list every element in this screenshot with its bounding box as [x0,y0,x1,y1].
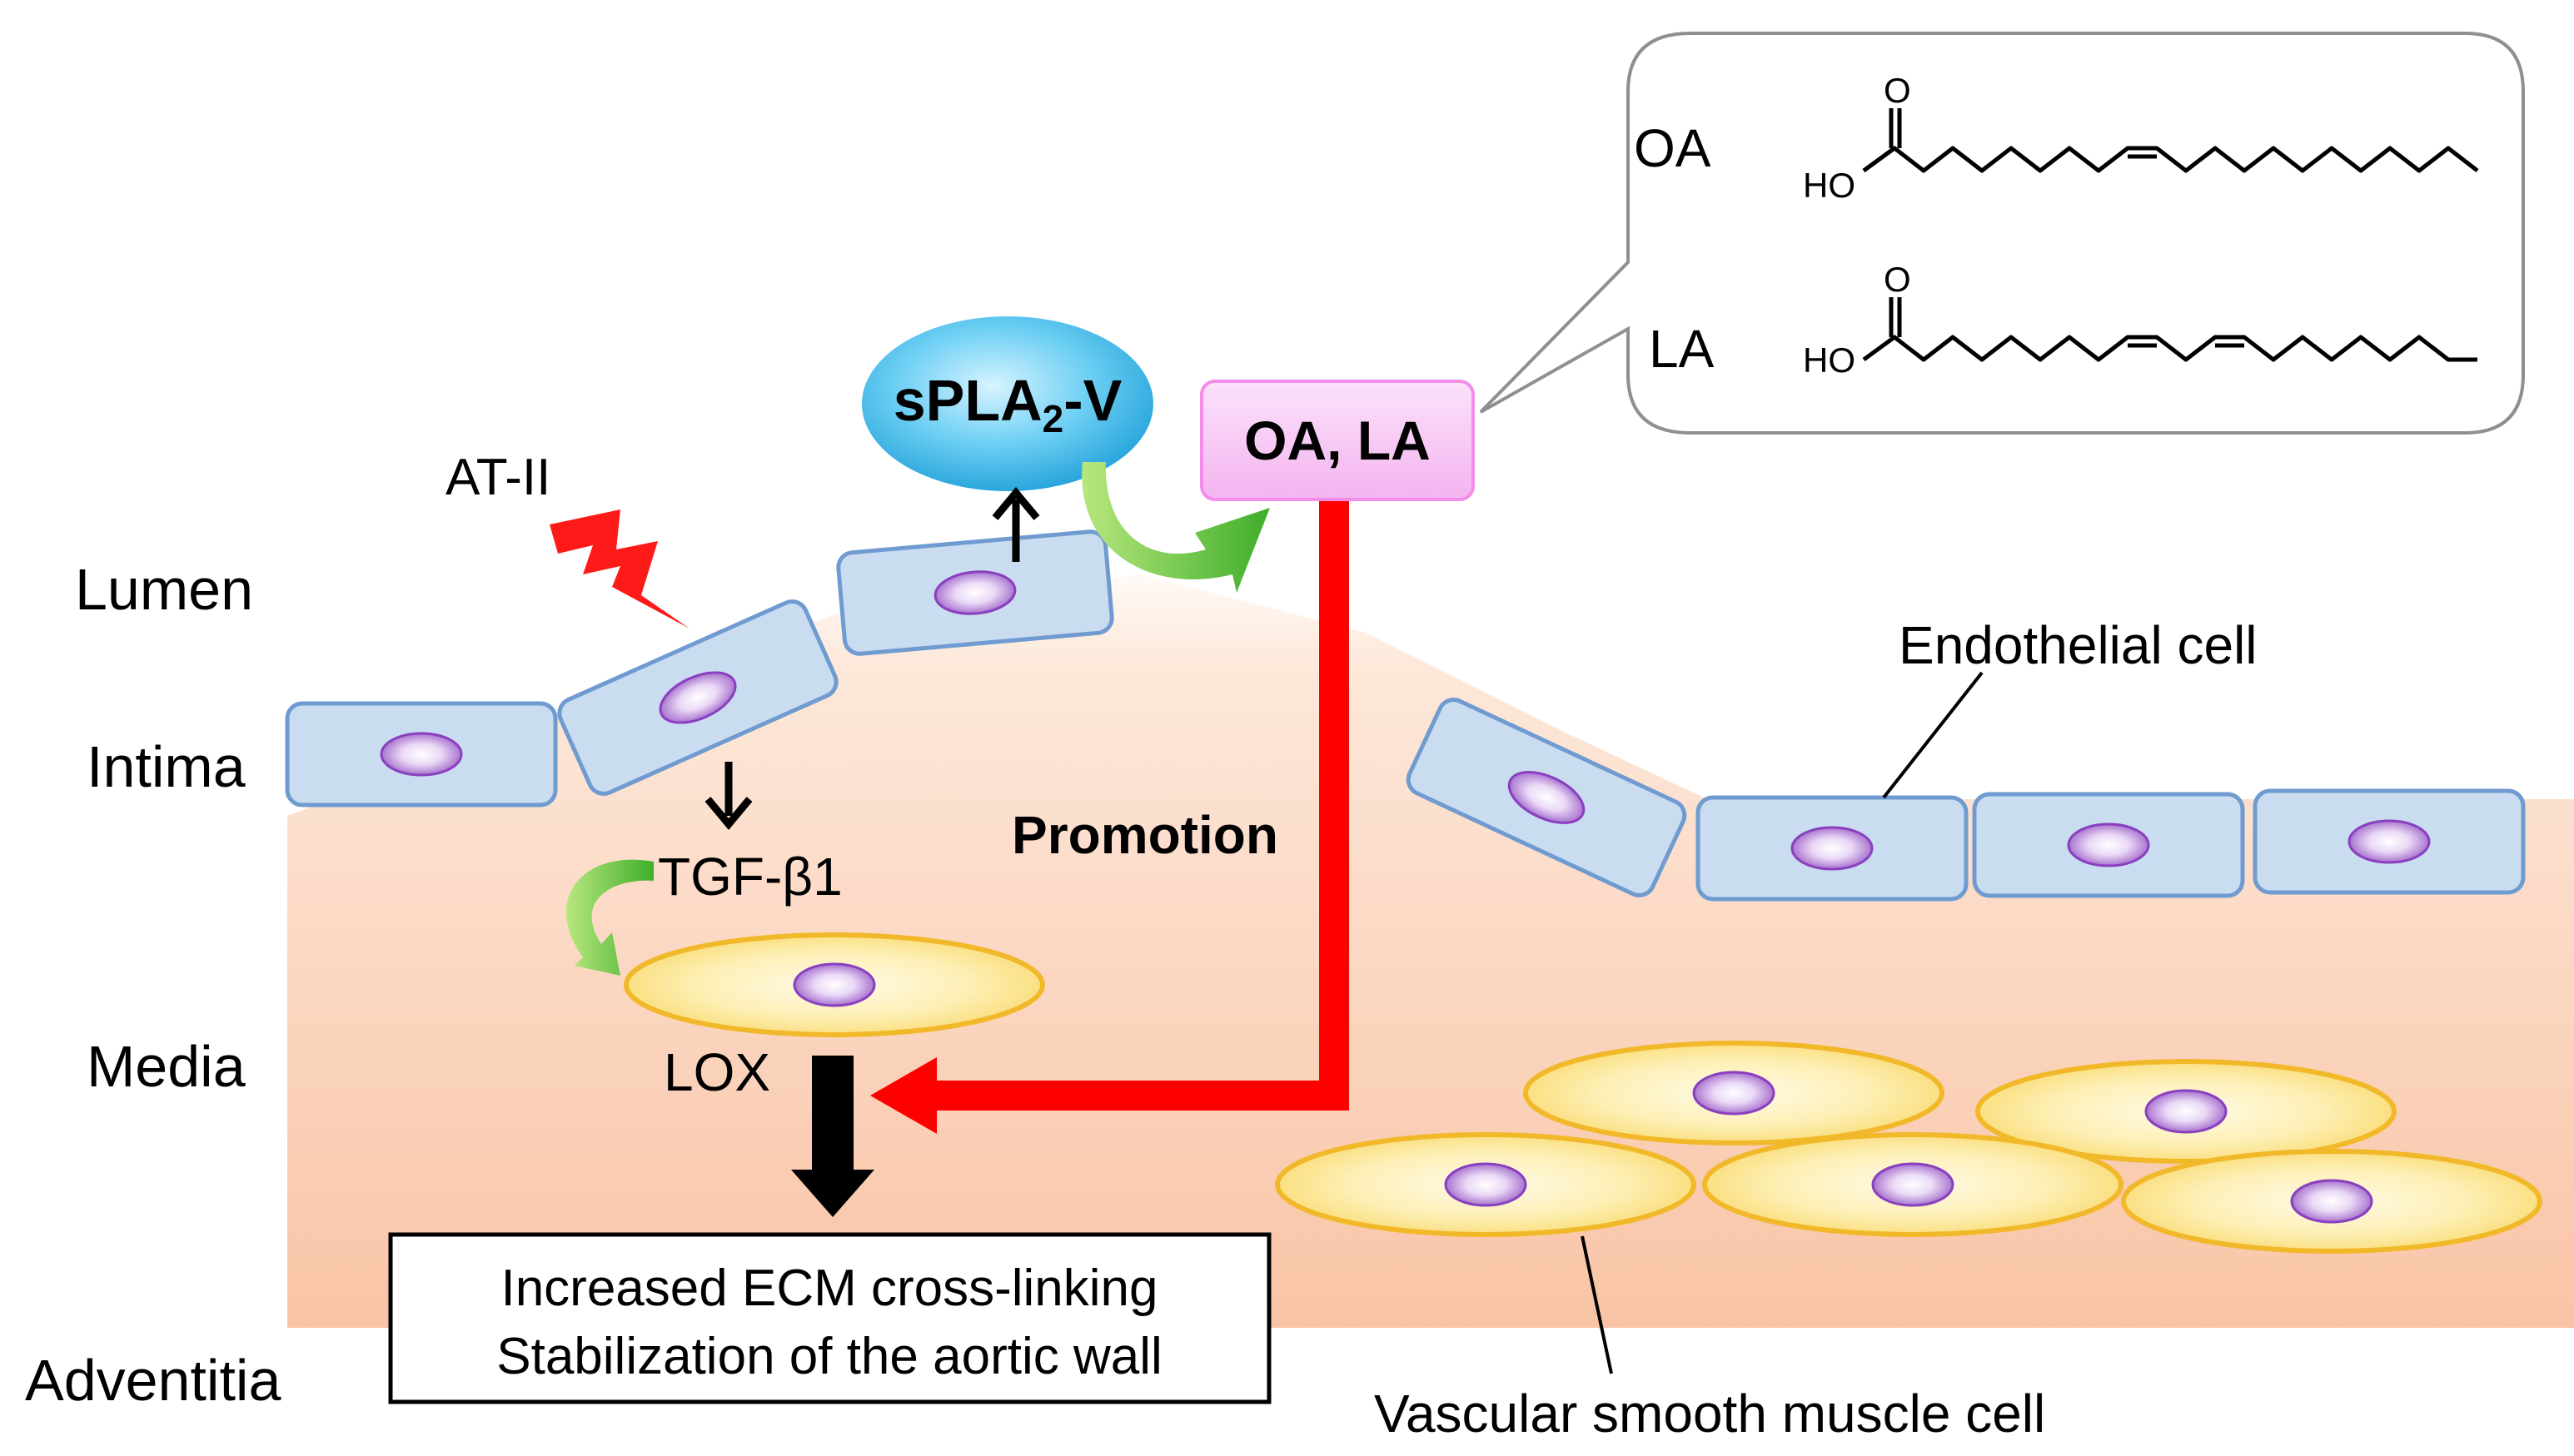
smooth-muscle-cell [624,932,1045,1037]
smooth-muscle-cell [1275,1132,1696,1237]
endothelial-cell [1972,792,2245,898]
outcome-line-1: Increased ECM cross-linking [500,1260,1158,1317]
endothelial-cell [2253,788,2526,895]
endothelial-cell [1406,698,1687,897]
spla2-v-enzyme: sPLA2-V [862,316,1153,491]
oa-oxygen: O [1884,71,1911,110]
la-oxygen: O [1884,260,1911,299]
tgf-down-arrow [704,762,753,831]
smooth-muscle-cell [1702,1132,2123,1237]
smooth-muscle-cell [1975,1059,2397,1164]
adventitia-label: Adventitia [25,1348,281,1413]
vsmc-label: Vascular smooth muscle cell [1374,1384,2045,1444]
lox-label: LOX [664,1042,770,1102]
endothelial-cell [836,529,1114,656]
spla2-label-suffix: -V [1063,368,1122,433]
tgf-label: TGF-β1 [658,847,843,907]
intima-label: Intima [87,734,246,799]
outcome-line-2: Stabilization of the aortic wall [496,1328,1163,1385]
endothelial-cell [285,701,558,808]
la-structure [1862,297,2477,362]
structure-callout [1479,32,2525,435]
lumen-label: Lumen [75,557,253,622]
oa-structure [1862,108,2479,173]
oa-la-box: OA, LA [1200,380,1475,501]
oa-la-label: OA, LA [1244,410,1431,471]
endothelial-cell [557,599,839,796]
promotion-label: Promotion [1012,805,1278,865]
at2-label: AT-II [446,449,550,506]
spla2-label-sub: 2 [1043,397,1064,440]
smooth-muscle-cell [2121,1149,2542,1254]
spla2-to-oa-la-green-arrow [1082,462,1270,593]
oa-hydroxyl: HO [1803,166,1855,205]
outcome-box: Increased ECM cross-linking Stabilizatio… [388,1232,1272,1404]
oa-structure-label: OA [1634,118,1711,178]
spla2-up-arrow [992,486,1040,562]
lox-down-arrow [791,1056,874,1217]
spla2-label-main: sPLA [894,368,1043,433]
vsmc-pointer-line [1581,1235,1613,1374]
media-label: Media [87,1034,246,1099]
la-hydroxyl: HO [1803,340,1855,380]
tgf-to-lox-green-arrow [566,859,654,976]
svg-text:sPLA2-V: sPLA2-V [894,368,1123,440]
la-structure-label: LA [1649,319,1715,379]
lightning-icon [550,509,690,629]
endothelial-cell-label: Endothelial cell [1899,615,2258,675]
endothelial-pointer-line [1882,671,1984,799]
promotion-arrow [870,498,1349,1134]
endothelial-cell [1695,795,1969,902]
smooth-muscle-cell [1523,1041,1944,1145]
